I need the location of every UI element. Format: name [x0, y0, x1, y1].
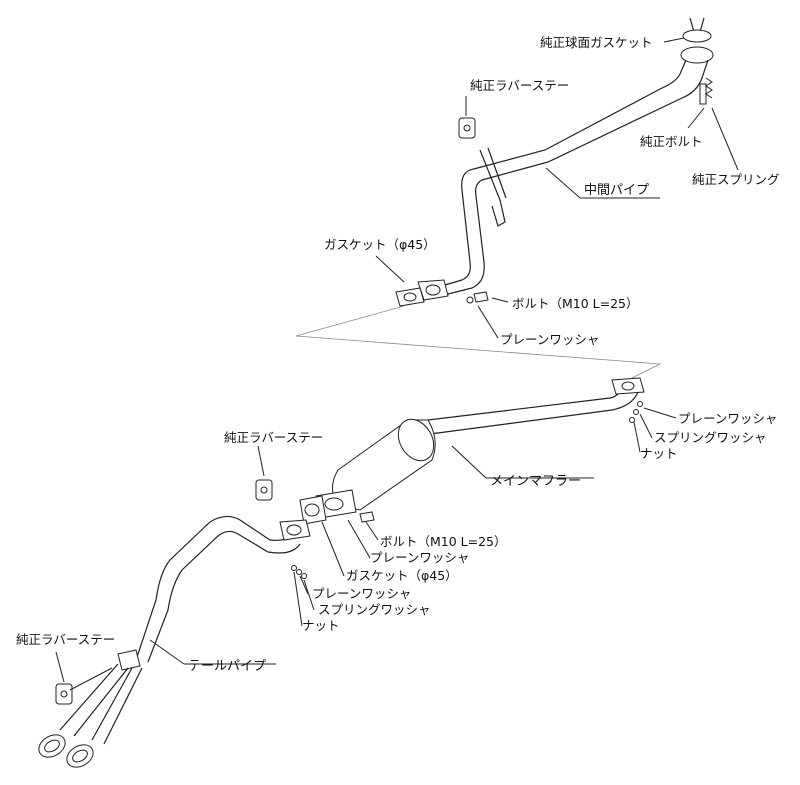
- oem-spring-part: [705, 77, 713, 99]
- label-bolt-m10-mid: ボルト（M10 L=25）: [380, 534, 507, 549]
- label-plain-washer-mid: プレーンワッシャ: [370, 550, 469, 565]
- label-gasket-45-mid: ガスケット（φ45）: [346, 568, 458, 583]
- label-oem-rubber-stay-bottom: 純正ラバーステー: [16, 632, 115, 647]
- label-nut-low: ナット: [302, 618, 340, 633]
- leader-lines: [55, 37, 739, 683]
- tail-pipe: [38, 515, 311, 768]
- oem-ball-gasket-part: [682, 29, 712, 43]
- label-plain-washer-low: プレーンワッシャ: [312, 586, 411, 601]
- label-main-muffler: メインマフラー: [490, 474, 581, 489]
- label-oem-bolt: 純正ボルト: [640, 134, 703, 149]
- label-oem-rubber-stay-mid: 純正ラバーステー: [224, 430, 323, 445]
- label-tail-pipe: テールパイプ: [188, 659, 266, 674]
- label-plain-washer-right: プレーンワッシャ: [678, 411, 777, 426]
- label-spring-washer-low: スプリングワッシャ: [318, 602, 431, 617]
- label-oem-spring: 純正スプリング: [692, 172, 780, 187]
- label-center-pipe: 中間パイプ: [584, 183, 649, 198]
- label-spring-washer-right: スプリングワッシャ: [654, 430, 767, 445]
- center-pipe: [395, 17, 714, 307]
- label-oem-rubber-stay-top: 純正ラバーステー: [470, 78, 569, 93]
- label-nut-right: ナット: [640, 446, 678, 461]
- label-gasket-45-top: ガスケット（φ45）: [324, 237, 436, 252]
- label-oem-ball-gasket: 純正球面ガスケット: [540, 35, 653, 50]
- main-muffler: [255, 377, 645, 525]
- label-bolt-m10-top: ボルト（M10 L=25）: [512, 296, 639, 311]
- oem-bolt-part: [699, 83, 707, 105]
- connection-guide: [295, 305, 662, 385]
- label-plain-washer-top: プレーンワッシャ: [500, 332, 599, 347]
